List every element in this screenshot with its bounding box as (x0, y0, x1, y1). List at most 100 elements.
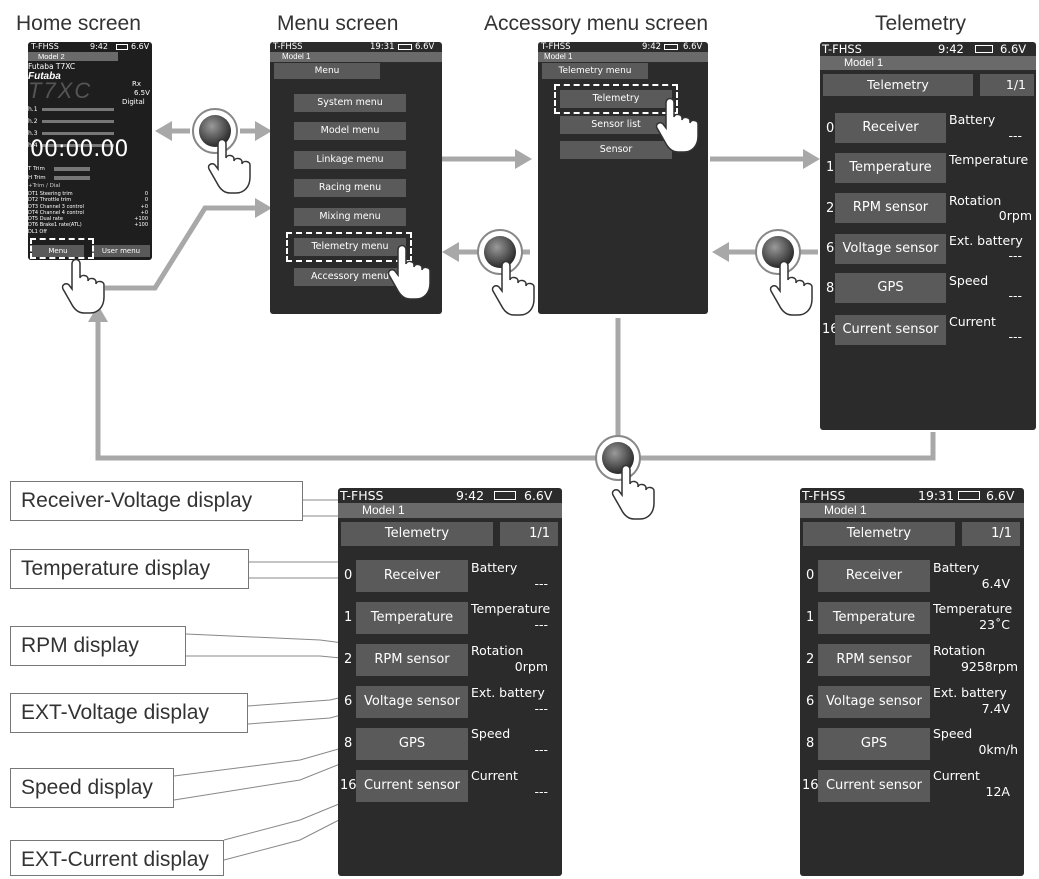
caption-accessory-menu-screen: Accessory menu screen (484, 12, 709, 35)
row-index: 8 (344, 736, 353, 751)
value-label: Speed (471, 726, 511, 741)
sensor-button-rpm[interactable]: RPM sensor (356, 644, 468, 676)
status-protocol: T-FHSS (273, 42, 303, 52)
status-protocol: T-FHSS (541, 42, 571, 52)
row-index: 16 (340, 778, 357, 793)
menu-item-telemetry[interactable]: Telemetry menu (294, 238, 406, 256)
highlight-telemetry-item (554, 84, 678, 114)
menu-item-linkage[interactable]: Linkage menu (294, 151, 406, 169)
row-index: 2 (806, 652, 815, 667)
sensor-button-temperature[interactable]: Temperature (835, 153, 946, 183)
row-index: 16 (802, 778, 819, 793)
menu-item-mixing[interactable]: Mixing menu (294, 208, 406, 226)
value-label: Speed (949, 273, 989, 288)
sensor-button-current[interactable]: Current sensor (356, 770, 468, 802)
row-index: 8 (806, 736, 815, 751)
model-name: Model 1 (844, 57, 884, 69)
accessory-item-telemetry[interactable]: Telemetry (560, 90, 672, 108)
battery-icon (664, 44, 678, 50)
menu-item-accessory[interactable]: Accessory menu (294, 268, 406, 286)
home-screen: T-FHSS 9:42 6.6V Model 2 Futaba T7XC Fut… (28, 42, 152, 260)
sensor-button-gps[interactable]: GPS (835, 273, 946, 303)
dial-row: DT6 Brake1 rate(ATL)+100 (28, 222, 148, 229)
dial-row: DT3 Channel 3 control+0 (28, 203, 148, 210)
status-time: 9:42 (456, 488, 485, 503)
user-menu-button[interactable]: User menu (92, 245, 150, 257)
menu-screen: T-FHSS 19:31 6.6V Model 1 Menu System me… (270, 42, 442, 314)
accessory-item-sensor-list[interactable]: Sensor list (560, 116, 672, 134)
value: --- (534, 742, 548, 757)
sensor-button-current[interactable]: Current sensor (818, 770, 930, 802)
value: 6.4V (981, 576, 1010, 591)
value: --- (1008, 288, 1022, 303)
row-index: 2 (344, 652, 353, 667)
dial-header: +Trim / Dial (28, 183, 61, 189)
menu-button[interactable]: Menu (32, 245, 84, 257)
status-protocol: T-FHSS (31, 42, 59, 51)
telemetry-screen-values: T-FHSS 19:31 6.6V Model 1 Telemetry 1/1 … (800, 488, 1024, 876)
status-voltage: 6.6V (524, 488, 553, 503)
row-index: 6 (826, 241, 835, 256)
sensor-button-rpm[interactable]: RPM sensor (818, 644, 930, 676)
timer: 00:00.00 (30, 137, 129, 162)
value: --- (1008, 128, 1022, 143)
value: 23˚C (979, 617, 1010, 632)
sensor-button-temperature[interactable]: Temperature (818, 602, 930, 634)
menu-item-system[interactable]: System menu (294, 94, 406, 112)
status-bar: T-FHSS 9:42 6.6V (538, 42, 708, 52)
dial-row: DL1 Off (28, 228, 47, 235)
value-label: Current (949, 314, 996, 329)
menu-item-model[interactable]: Model menu (294, 122, 406, 140)
value: 7.4V (981, 701, 1010, 716)
sensor-button-current[interactable]: Current sensor (835, 315, 946, 345)
menu-item-racing[interactable]: Racing menu (294, 179, 406, 197)
sensor-button-receiver[interactable]: Receiver (356, 560, 468, 592)
status-bar: T-FHSS 9:42 6.6V (338, 488, 562, 503)
page-indicator: 1/1 (500, 522, 558, 546)
sensor-button-voltage[interactable]: Voltage sensor (356, 686, 468, 718)
row-index: 0 (826, 121, 835, 136)
callout-receiver-voltage: Receiver-Voltage display (10, 481, 303, 521)
status-voltage: 6.6V (131, 42, 150, 51)
sensor-button-voltage[interactable]: Voltage sensor (835, 234, 946, 264)
value-label: Battery (471, 560, 518, 575)
value-label: Temperature (933, 601, 1013, 616)
sensor-button-gps[interactable]: GPS (356, 728, 468, 760)
model-bar: Model 1 (800, 503, 1024, 518)
value-label: Rotation (471, 643, 524, 658)
callout-ext-voltage: EXT-Voltage display (10, 693, 248, 733)
status-voltage: 6.6V (986, 488, 1015, 503)
caption-telemetry: Telemetry (875, 12, 967, 35)
status-time: 9:42 (938, 42, 964, 56)
sensor-button-gps[interactable]: GPS (818, 728, 930, 760)
model-name: Model 1 (362, 503, 405, 517)
sensor-button-receiver[interactable]: Receiver (818, 560, 930, 592)
sensor-button-temperature[interactable]: Temperature (356, 602, 468, 634)
row-index: 2 (826, 201, 835, 216)
model-bar: Model 2 (28, 52, 118, 61)
value: --- (534, 617, 548, 632)
menu-title: Menu (274, 63, 380, 79)
telemetry-title: Telemetry (341, 522, 493, 546)
sensor-button-voltage[interactable]: Voltage sensor (818, 686, 930, 718)
channel-label: h.4 (28, 142, 38, 149)
model-bar: Model 1 (338, 503, 562, 518)
sensor-button-receiver[interactable]: Receiver (835, 113, 946, 143)
row-index: 1 (806, 610, 815, 625)
value-label: Current (471, 768, 518, 783)
callout-ext-current: EXT-Current display (10, 840, 224, 876)
sensor-button-rpm[interactable]: RPM sensor (835, 193, 946, 223)
status-voltage: 6.6V (1000, 42, 1027, 56)
value-label: Temperature (471, 601, 551, 616)
model-bar: Model 1 (270, 52, 442, 62)
callout-temperature: Temperature display (10, 549, 249, 589)
row-index: 6 (806, 694, 815, 709)
rx-label: Rx (132, 80, 142, 88)
value-label: Speed (933, 726, 973, 741)
accessory-item-sensor[interactable]: Sensor (560, 141, 672, 159)
channel-label: h.3 (28, 130, 38, 137)
trim-label: T Trim (28, 166, 45, 172)
status-time: 19:31 (918, 488, 955, 503)
value-label: Battery (949, 112, 996, 127)
channel-label: h.2 (28, 118, 38, 125)
